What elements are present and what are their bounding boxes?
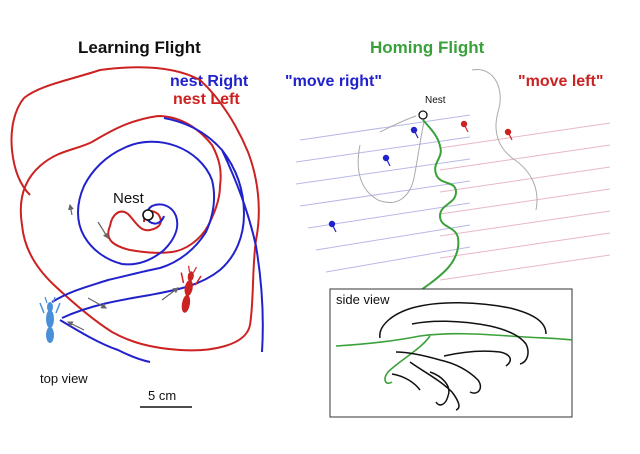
guide-lines-right <box>295 114 471 273</box>
homing-flight-title: Homing Flight <box>370 38 485 57</box>
direction-arrow-4 <box>66 321 85 331</box>
trajectory-nest-right-entry <box>59 319 151 363</box>
bee-blue-icon <box>39 296 61 343</box>
trajectory-nest-left <box>19 66 260 352</box>
move-left-label: "move left" <box>518 73 603 90</box>
pin-blue-3 <box>328 220 337 233</box>
side-view-box <box>329 288 573 418</box>
homing-nest-label: Nest <box>425 95 446 106</box>
bee-red-icon <box>180 265 202 313</box>
top-view-label: top view <box>40 371 88 386</box>
direction-arrow-5 <box>161 287 179 301</box>
pin-red-2 <box>504 128 513 141</box>
pin-blue-1 <box>410 126 419 139</box>
homing-trajectory <box>411 119 460 297</box>
homing-flight-panel: Homing Flight "move right" "move left" <box>285 38 611 418</box>
legend-nest-left: nest Left <box>173 91 240 108</box>
pin-red-1 <box>460 120 469 133</box>
learning-flight-panel: Learning Flight nest Right nest Left Nes… <box>10 38 264 408</box>
learning-nest-label: Nest <box>113 190 145 207</box>
approach-curve-grey-3 <box>379 115 417 133</box>
side-view-black-track <box>379 302 547 411</box>
move-right-label: "move right" <box>285 73 382 90</box>
learning-nest-marker <box>142 209 154 221</box>
pin-blue-2 <box>382 154 391 167</box>
direction-arrow-1 <box>67 203 74 216</box>
guide-lines-left <box>439 122 611 281</box>
trajectory-nest-left-tail <box>10 97 31 196</box>
approach-curve-grey-1 <box>357 121 425 203</box>
side-view-label: side view <box>336 292 390 307</box>
trajectory-nest-right-outer <box>61 117 264 353</box>
legend-nest-right: nest Right <box>170 73 249 90</box>
trajectory-nest-right <box>51 140 215 303</box>
side-view-green-track <box>335 332 573 385</box>
learning-flight-title: Learning Flight <box>78 38 201 57</box>
homing-nest-marker <box>418 110 428 120</box>
direction-arrow-2 <box>97 221 109 240</box>
direction-arrow-3 <box>87 297 108 309</box>
scale-bar-label: 5 cm <box>148 388 176 403</box>
approach-curve-grey-2 <box>471 69 538 211</box>
